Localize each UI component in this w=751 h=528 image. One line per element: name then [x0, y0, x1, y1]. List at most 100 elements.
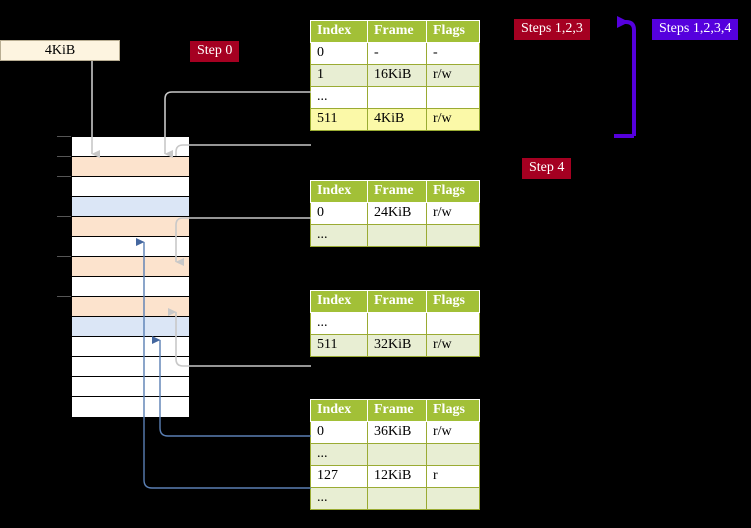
table-cell-index: 0 [310, 421, 368, 444]
memory-frame-row [72, 317, 189, 337]
memory-frame-row [72, 217, 189, 237]
step-0-label: Step 0 [197, 43, 233, 58]
table-cell-frame: 4KiB [367, 108, 427, 131]
memory-frame-row [72, 397, 189, 417]
table-cell-frame [367, 443, 427, 466]
table-row: ... [310, 86, 480, 109]
column-header-flags: Flags [426, 20, 480, 43]
column-header-frame: Frame [367, 180, 427, 203]
steps-1234-label: Steps 1,2,3,4 [659, 21, 732, 36]
column-header-frame: Frame [367, 20, 427, 43]
table-cell-index: 1 [310, 64, 368, 87]
table-cell-flags: r [426, 465, 480, 488]
table-cell-flags: - [426, 42, 480, 65]
column-header-index: Index [310, 20, 368, 43]
memory-frame-row [72, 277, 189, 297]
table-cell-index: ... [310, 443, 368, 466]
grid-tick [57, 256, 71, 257]
table-cell-flags: r/w [426, 334, 480, 357]
steps-1234-chip: Steps 1,2,3,4 [652, 19, 739, 40]
column-header-flags: Flags [426, 180, 480, 203]
column-header-index: Index [310, 290, 368, 313]
memory-frame-row [72, 157, 189, 177]
column-header-index: Index [310, 399, 368, 422]
grid-tick [57, 216, 71, 217]
table-cell-frame: 32KiB [367, 334, 427, 357]
memory-frame-row [72, 197, 189, 217]
steps-123-label: Steps 1,2,3 [521, 21, 583, 36]
table-cell-index: 127 [310, 465, 368, 488]
connector-pd-to-grid [168, 308, 311, 367]
memory-frame-row [72, 357, 189, 377]
table-cell-index: 0 [310, 202, 368, 225]
column-header-frame: Frame [367, 399, 427, 422]
table-cell-frame: - [367, 42, 427, 65]
table-cell-flags [426, 224, 480, 247]
memory-frame-row [72, 177, 189, 197]
table-cell-index: ... [310, 312, 368, 335]
table-cell-index: 511 [310, 108, 368, 131]
memory-frame-row [72, 257, 189, 277]
memory-grid-rows [72, 137, 189, 417]
memory-frame-row [72, 237, 189, 257]
table-cell-frame: 24KiB [367, 202, 427, 225]
table-cell-index: 511 [310, 334, 368, 357]
column-header-flags: Flags [426, 399, 480, 422]
page-size-box: 4KiB [0, 40, 120, 61]
column-header-index: Index [310, 180, 368, 203]
page-size-label: 4KiB [44, 42, 76, 58]
table-cell-frame [367, 224, 427, 247]
table-cell-frame: 16KiB [367, 64, 427, 87]
memory-frame-row [72, 137, 189, 157]
memory-frame-row [72, 377, 189, 397]
table-cell-flags [426, 487, 480, 510]
violet-bracket-arrow [617, 16, 636, 136]
table-cell-flags [426, 312, 480, 335]
table-cell-flags: r/w [426, 64, 480, 87]
table-cell-flags: r/w [426, 202, 480, 225]
column-header-frame: Frame [367, 290, 427, 313]
table-cell-index: ... [310, 224, 368, 247]
table-row: ... [310, 312, 480, 335]
table-cell-flags: r/w [426, 108, 480, 131]
table-cell-frame: 36KiB [367, 421, 427, 444]
step-0-chip: Step 0 [190, 41, 240, 62]
memory-frame-row [72, 297, 189, 317]
table-cell-frame: 12KiB [367, 465, 427, 488]
table-cell-index: ... [310, 86, 368, 109]
step-4-chip: Step 4 [522, 158, 572, 179]
memory-frame-row [72, 337, 189, 357]
steps-123-chip: Steps 1,2,3 [514, 19, 590, 40]
step-4-label: Step 4 [529, 160, 565, 175]
grid-tick [57, 296, 71, 297]
column-header-flags: Flags [426, 290, 480, 313]
table-row: ... [310, 487, 480, 510]
grid-tick [57, 136, 71, 137]
table-cell-flags [426, 86, 480, 109]
table-cell-index: ... [310, 487, 368, 510]
grid-tick [57, 156, 71, 157]
table-row: ... [310, 443, 480, 466]
table-cell-frame [367, 86, 427, 109]
table-cell-flags: r/w [426, 421, 480, 444]
connector-pdp-to-grid [175, 217, 311, 266]
table-row: 0-- [310, 42, 480, 65]
grid-tick [57, 176, 71, 177]
table-row: ... [310, 224, 480, 247]
